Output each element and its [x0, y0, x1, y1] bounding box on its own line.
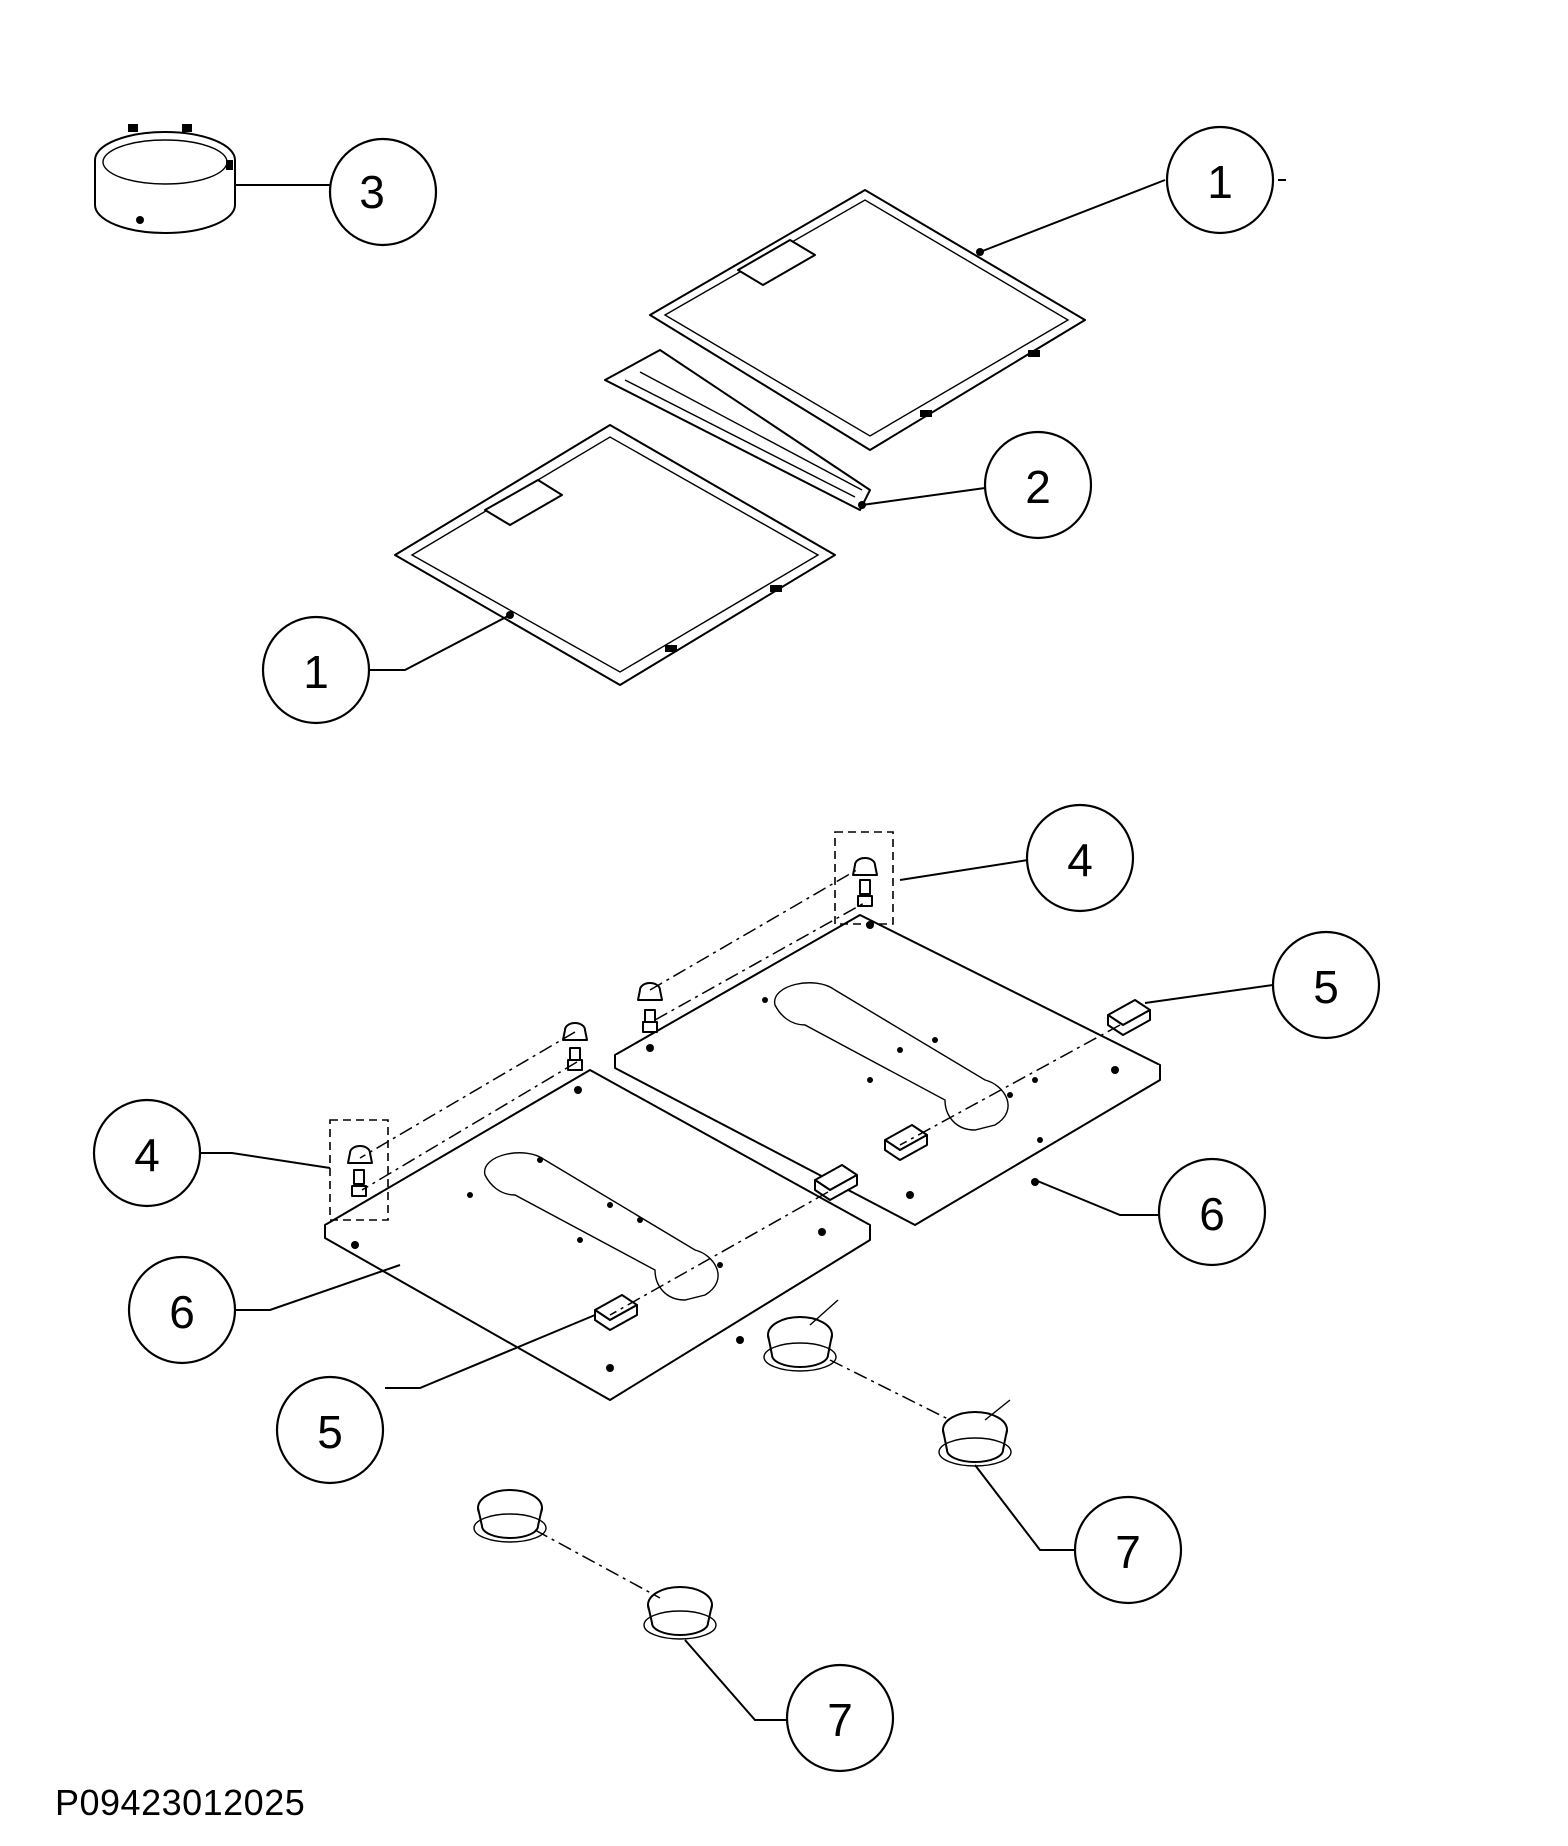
callout-clip-upper: 4: [1025, 803, 1135, 913]
callout-collar: 3: [328, 137, 438, 247]
filter-left-part: [394, 424, 836, 686]
filter-right-part: [649, 189, 1086, 451]
callout-lamp-right: 7: [1073, 1495, 1183, 1605]
svg-text:5: 5: [1313, 961, 1339, 1013]
svg-text:4: 4: [134, 1129, 160, 1181]
hinge-left-part: [594, 1164, 858, 1331]
callout-clip-left: 4: [92, 1098, 202, 1208]
callout-panel-right: 6: [1157, 1157, 1267, 1267]
callout-hinge-left: 5: [275, 1375, 385, 1485]
lamp-left-part: [473, 1489, 717, 1640]
svg-text:3: 3: [359, 166, 385, 218]
callout-hinge-right: 5: [1271, 930, 1381, 1040]
clip-upper-part: [637, 831, 894, 1033]
lamp-right-part: [763, 1299, 1012, 1467]
document-code: P09423012025: [55, 1782, 306, 1823]
callout-filter-right: 1: [1165, 125, 1275, 235]
callout-lamp-left: 7: [785, 1663, 895, 1773]
callout-center-strip: 2: [983, 430, 1093, 540]
svg-text:6: 6: [169, 1286, 195, 1338]
svg-text:7: 7: [827, 1694, 853, 1746]
svg-text:4: 4: [1067, 834, 1093, 886]
leader-lines: [200, 179, 1286, 1721]
hinge-right-part: [884, 999, 1151, 1161]
svg-text:7: 7: [1115, 1526, 1141, 1578]
svg-text:6: 6: [1199, 1188, 1225, 1240]
svg-text:2: 2: [1025, 461, 1051, 513]
svg-text:5: 5: [317, 1406, 343, 1458]
callout-filter-left: 1: [261, 615, 371, 725]
callout-panel-left: 6: [127, 1255, 237, 1365]
collar-part: [94, 124, 236, 234]
svg-text:1: 1: [303, 646, 329, 698]
center-strip-part: [604, 349, 871, 511]
clip-left-part: [329, 1022, 588, 1221]
svg-text:1: 1: [1207, 156, 1233, 208]
